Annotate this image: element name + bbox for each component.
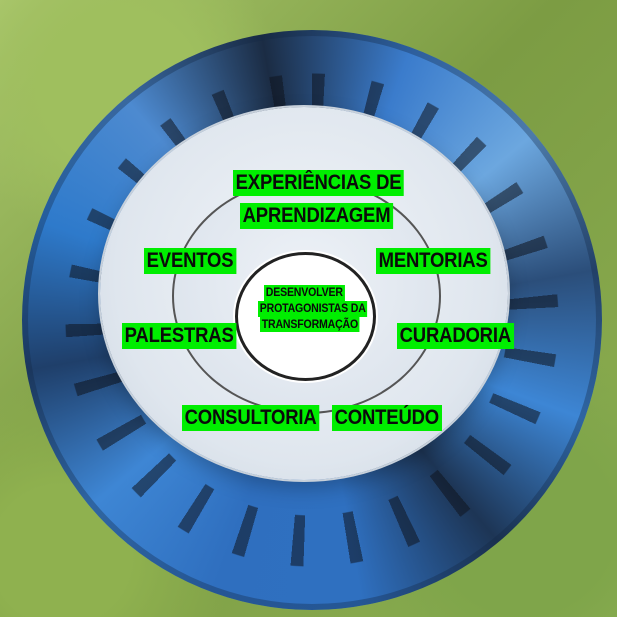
label-experiencias-line2: APRENDIZAGEM [240,203,394,230]
center-line-1: DESENVOLVER [264,285,345,301]
label-conteudo: CONTEÚDO [332,405,442,432]
center-line-3: TRANSFORMAÇÃO [260,316,360,333]
label-mentorias: MENTORIAS [376,248,491,275]
label-eventos: EVENTOS [144,248,237,275]
label-palestras: PALESTRAS [122,323,237,350]
center-text: DESENVOLVER PROTAGONISTAS DA TRANSFORMAÇ… [258,285,368,333]
label-consultoria: CONSULTORIA [182,405,320,432]
label-curadoria: CURADORIA [397,323,514,350]
label-experiencias-line1: EXPERIÊNCIAS DE [233,170,405,197]
center-line-2: PROTAGONISTAS DA [258,300,368,317]
